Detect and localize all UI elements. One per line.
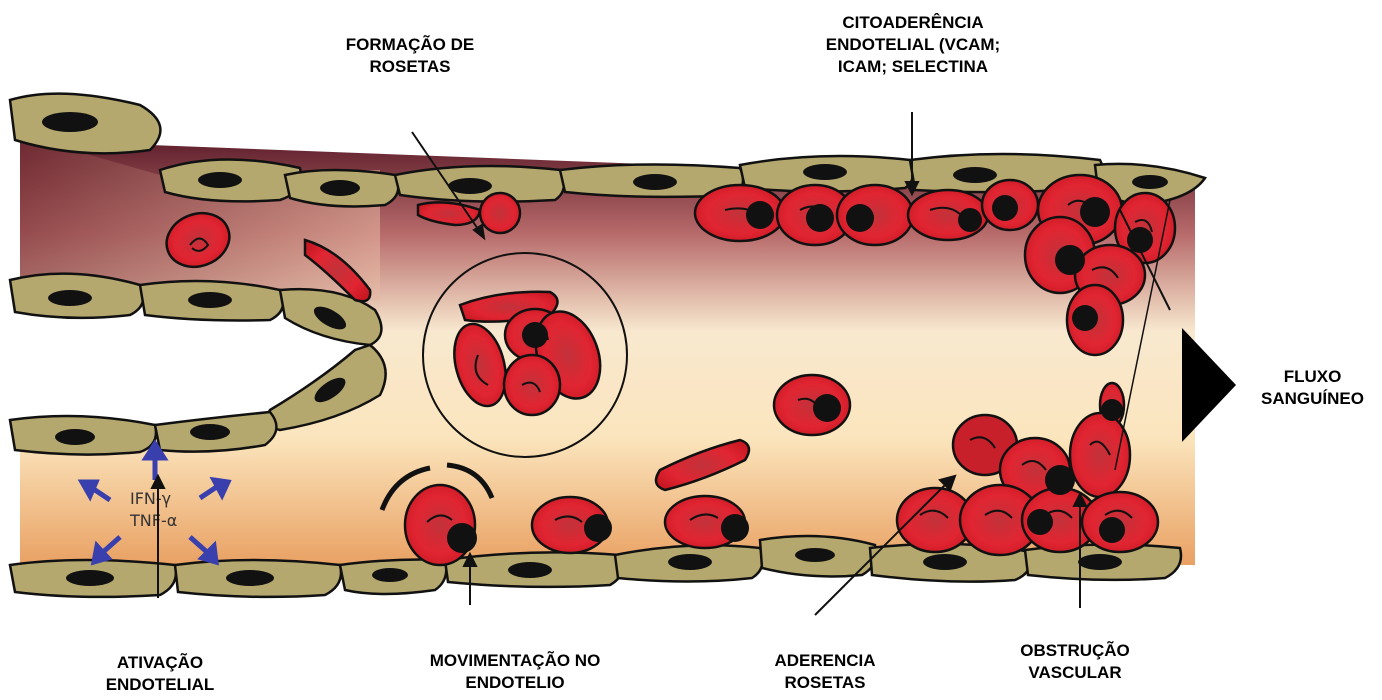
label-movimentacao-line1: MOVIMENTAÇÃO NO <box>395 650 635 672</box>
cytokine-tnf: TNF-α <box>129 511 177 530</box>
label-aderencia-line2: ROSETAS <box>750 672 900 694</box>
label-movimentacao-endotelio: MOVIMENTAÇÃO NO ENDOTELIO <box>395 650 635 694</box>
label-fluxo-line1: FLUXO <box>1250 366 1375 388</box>
label-formacao-rosetas: FORMAÇÃO DE ROSETAS <box>310 34 510 78</box>
label-citoaderencia-line1: CITOADERÊNCIA <box>798 12 1028 34</box>
cytokine-ifn: IFN-γ <box>130 489 171 508</box>
label-citoaderencia-line2: ENDOTELIAL (VCAM; <box>798 34 1028 56</box>
label-movimentacao-line2: ENDOTELIO <box>395 672 635 694</box>
label-aderencia-line1: ADERENCIA <box>750 650 900 672</box>
label-fluxo-line2: SANGUÍNEO <box>1250 388 1375 410</box>
label-obstrucao-line1: OBSTRUÇÃO <box>1000 640 1150 662</box>
flow-direction-arrow <box>1182 328 1236 442</box>
label-ativacao-line2: ENDOTELIAL <box>60 674 260 696</box>
label-formacao-line2: ROSETAS <box>310 56 510 78</box>
label-formacao-line1: FORMAÇÃO DE <box>310 34 510 56</box>
label-obstrucao-line2: VASCULAR <box>1000 662 1150 684</box>
label-citoaderencia-line3: ICAM; SELECTINA <box>798 56 1028 78</box>
label-fluxo-sanguineo: FLUXO SANGUÍNEO <box>1250 366 1375 410</box>
label-obstrucao-vascular: OBSTRUÇÃO VASCULAR <box>1000 640 1150 684</box>
label-aderencia-rosetas: ADERENCIA ROSETAS <box>750 650 900 694</box>
label-citoaderencia: CITOADERÊNCIA ENDOTELIAL (VCAM; ICAM; SE… <box>798 12 1028 78</box>
label-ativacao-endotelial: ATIVAÇÃO ENDOTELIAL <box>60 652 260 696</box>
label-ativacao-line1: ATIVAÇÃO <box>60 652 260 674</box>
